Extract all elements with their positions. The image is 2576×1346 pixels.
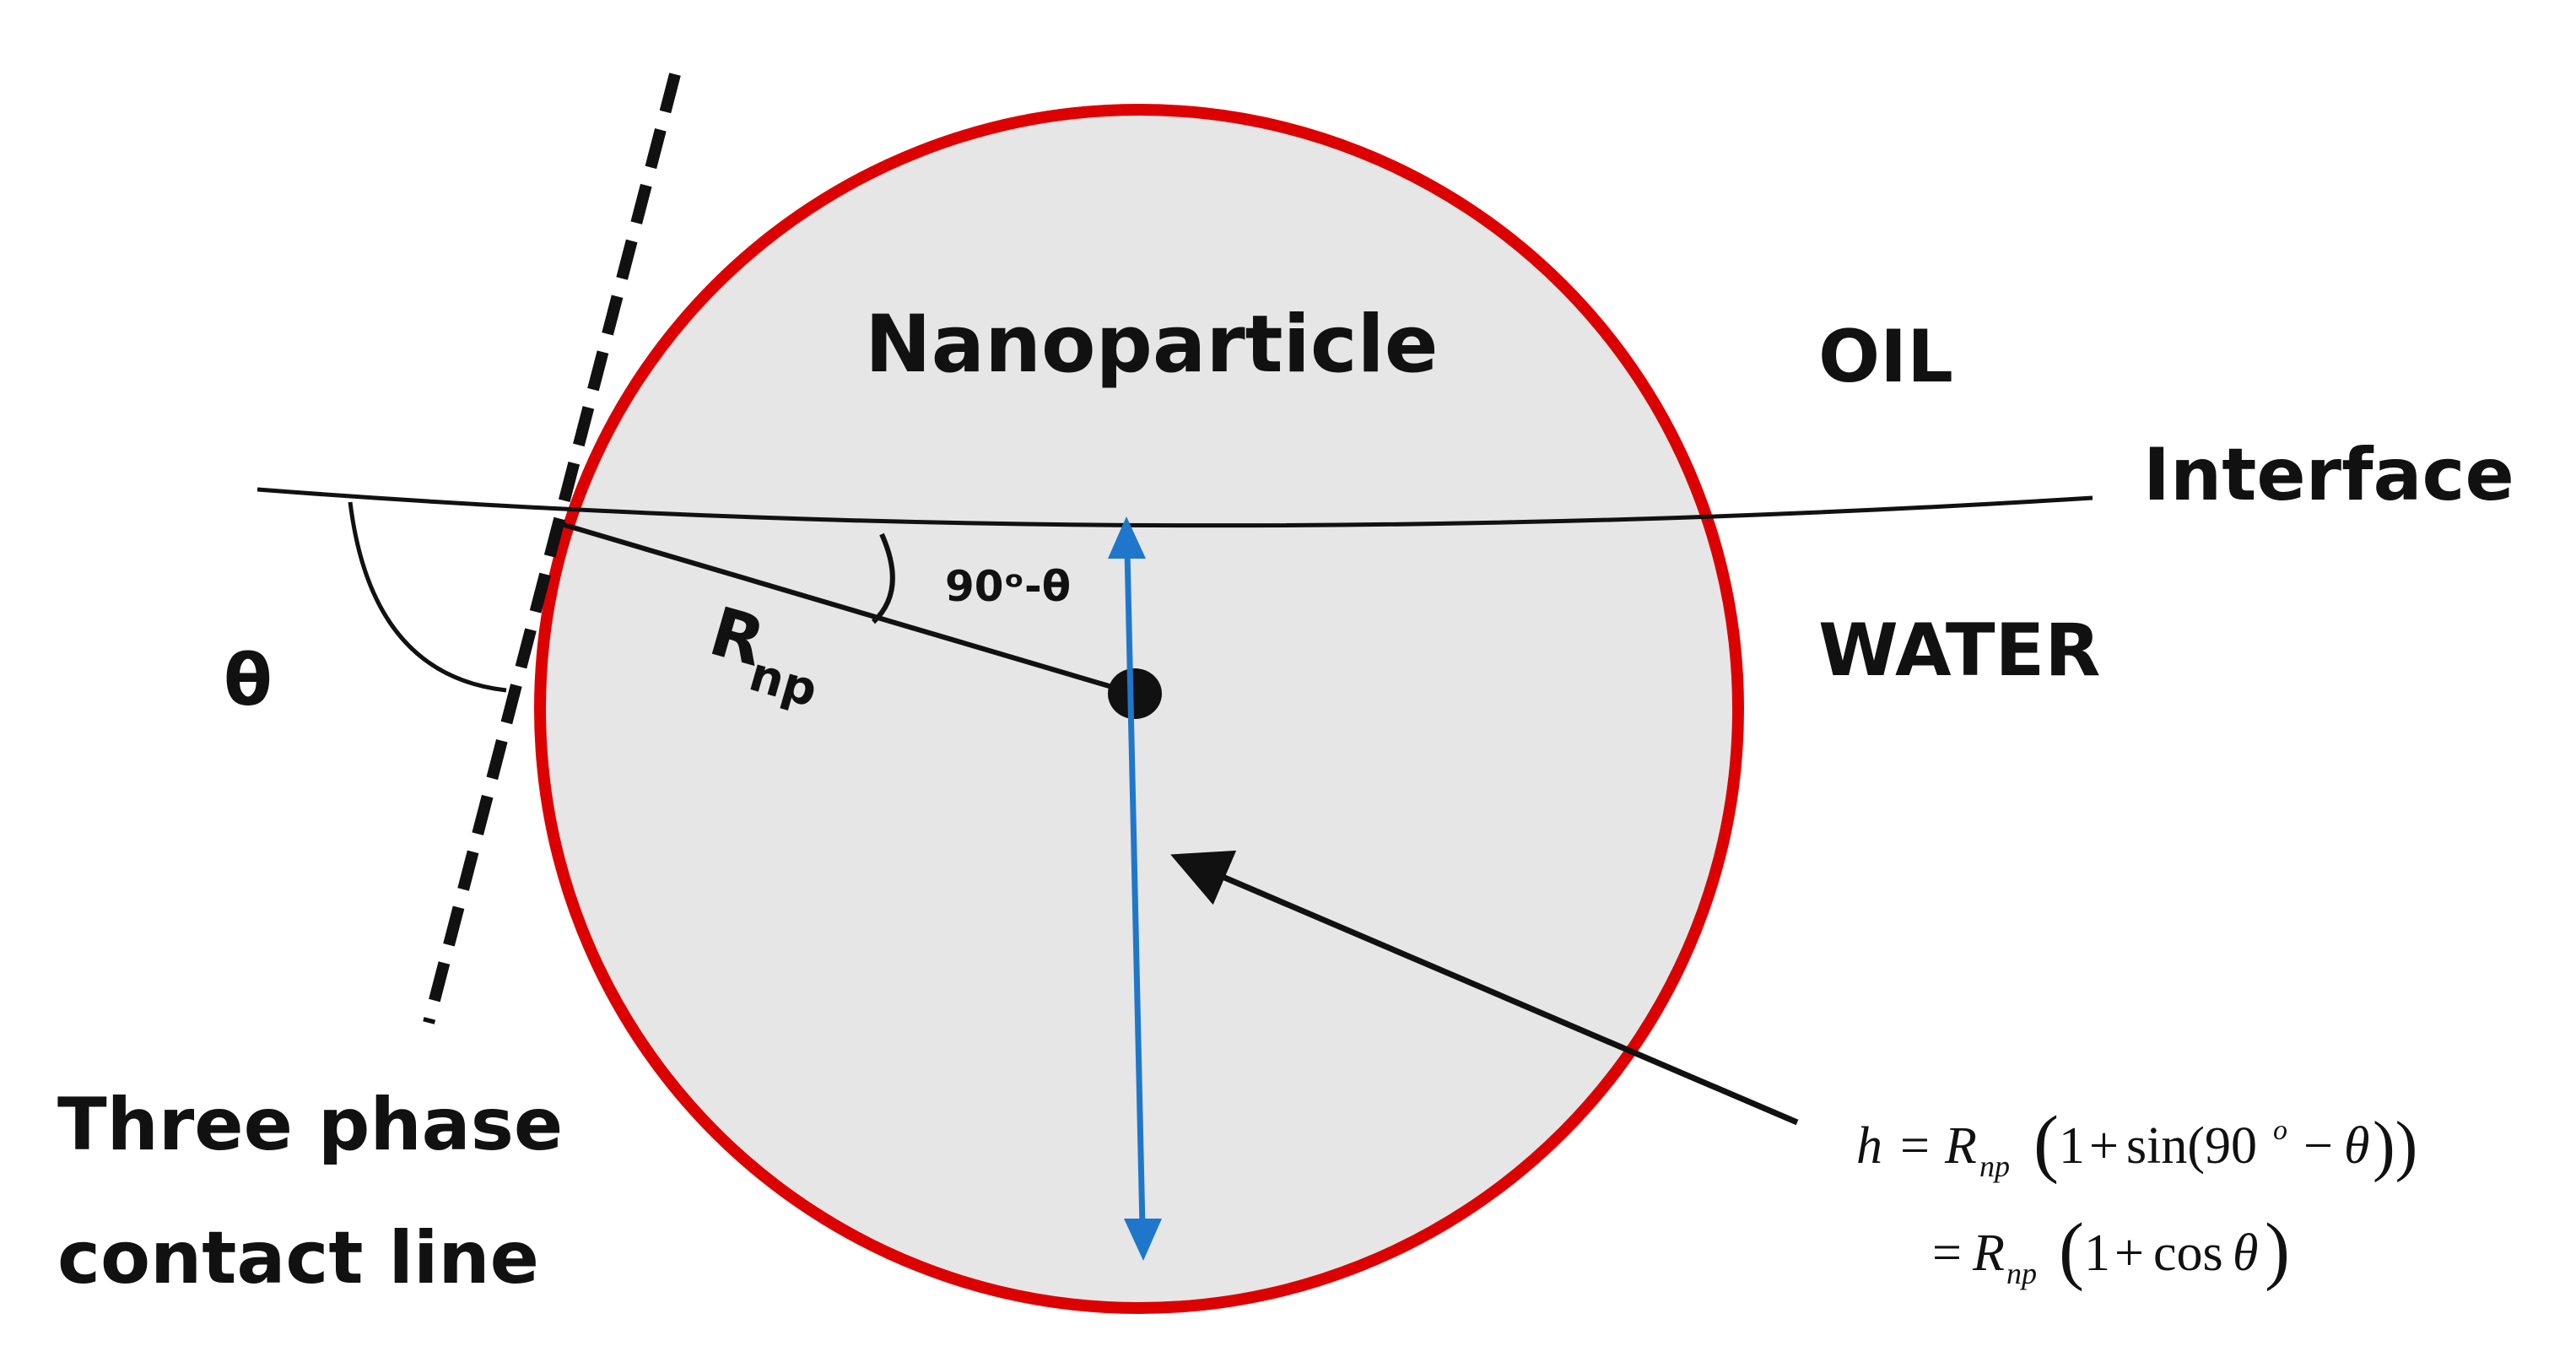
height-arrow-bottom-head [1124, 1219, 1162, 1261]
eq2-theta: θ [2233, 1224, 2258, 1282]
eq2-R: R [1972, 1224, 2005, 1282]
nanoparticle-label: Nanoparticle [865, 299, 1439, 391]
contact-line-label-line1: Three phase [57, 1083, 563, 1167]
eq2-rparen: ) [2265, 1208, 2290, 1292]
center-point [1108, 668, 1162, 719]
eq2-equals: = [1932, 1224, 1962, 1282]
water-label: WATER [1818, 608, 2101, 693]
eq2-cos: cos [2153, 1224, 2223, 1282]
equation-line-2: = R np ( 1 + cos θ ) [1932, 1208, 2290, 1292]
eq1-R: R [1944, 1117, 1977, 1175]
height-arrow-line [1124, 549, 1146, 1229]
radius-label: R np [702, 592, 824, 719]
ninety-minus-theta-arc [871, 532, 895, 624]
height-arrow-top-head [1108, 516, 1146, 559]
eq1-plus: + [2089, 1117, 2119, 1175]
eq1-minus: − [2303, 1117, 2333, 1175]
eq1-one: 1 [2059, 1117, 2085, 1175]
eq2-plus: + [2114, 1224, 2144, 1282]
radius-line [558, 521, 1136, 696]
eq1-rclose: )) [2373, 1109, 2417, 1183]
eq1-theta: θ [2344, 1117, 2369, 1175]
eq1-h: h [1856, 1117, 1882, 1175]
theta-label: θ [224, 639, 273, 722]
oil-label: OIL [1818, 315, 1953, 399]
interface-line [257, 487, 2093, 528]
eq1-lparen: ( [2033, 1101, 2059, 1185]
eq1-sin: sin(90 [2126, 1117, 2257, 1175]
contact-line-label-line2: contact line [57, 1216, 539, 1300]
eq2-one: 1 [2084, 1224, 2110, 1282]
eq1-subscript: np [1979, 1149, 2010, 1183]
pointer-arrow [1170, 850, 1799, 1126]
eq2-subscript: np [2006, 1257, 2037, 1290]
ninety-minus-theta-label: 90ᵒ-θ [945, 562, 1071, 611]
tangent-dashed-line [423, 73, 681, 1024]
eq2-lparen: ( [2059, 1208, 2084, 1292]
equation-line-1: h = R np ( 1 + sin(90 o − θ )) [1856, 1101, 2417, 1185]
eq1-equals: = [1900, 1117, 1930, 1175]
interface-label: Interface [2143, 433, 2514, 517]
theta-angle-arc [348, 501, 507, 693]
eq1-superscript: o [2273, 1115, 2287, 1146]
